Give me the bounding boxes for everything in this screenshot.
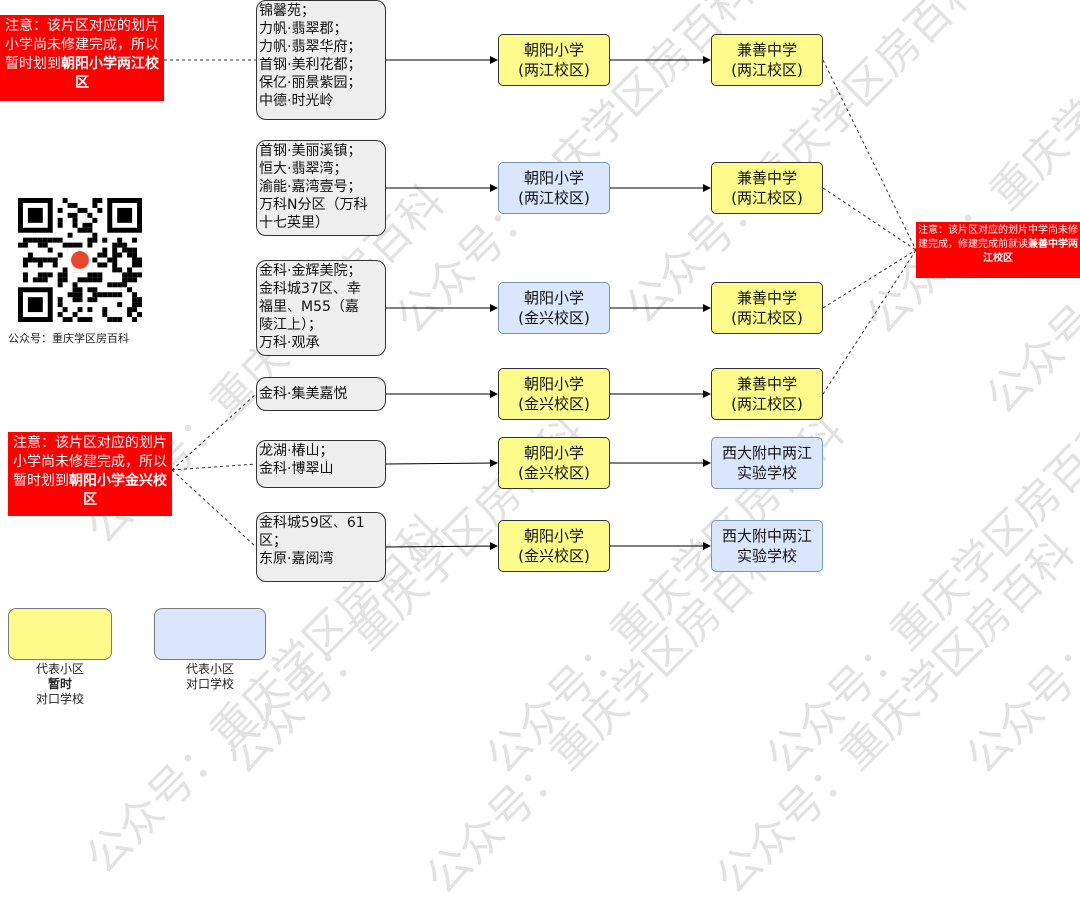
school-name: (金兴校区) xyxy=(518,395,590,413)
primary-school-box: 朝阳小学 (金兴校区) xyxy=(498,368,610,420)
legend-line: 对口学校 xyxy=(185,677,234,691)
note-text: 注意：该片区对应的划片小学尚未修建完成，所以暂时划到 xyxy=(13,435,167,489)
note-text: 注意：该片区对应的划片小学尚未修建完成，所以暂时划到 xyxy=(5,18,159,72)
community-name: 首钢·美丽溪镇； xyxy=(259,143,362,159)
primary-school-box: 朝阳小学 (金兴校区) xyxy=(498,437,610,489)
school-name: 西大附中两江 xyxy=(721,444,812,462)
community-name: 恒大·翡翠湾； xyxy=(259,161,348,177)
school-name: 兼善中学 xyxy=(736,41,797,59)
community-name: 力帆·翡翠郡； xyxy=(259,21,348,37)
qr-code-icon xyxy=(18,198,142,322)
note-top-left: 注意：该片区对应的划片小学尚未修建完成，所以暂时划到朝阳小学两江校区 xyxy=(0,15,164,101)
dashed-connector xyxy=(822,187,917,251)
school-name: (两江校区) xyxy=(518,189,590,207)
legend-line-bold: 暂时 xyxy=(47,677,72,691)
note-right: 注意：该片区对应的划片中学尚未修建完成，修建完成前就读兼善中学两江校区 xyxy=(916,222,1080,278)
community-name: 锦馨苑； xyxy=(259,3,315,19)
dashed-connector xyxy=(171,463,257,471)
legend-blue-label: 代表小区 对口学校 xyxy=(154,662,266,692)
community-name: 金科城59区、61 xyxy=(259,515,365,531)
school-name: (金兴校区) xyxy=(518,309,590,327)
school-name: 朝阳小学 xyxy=(523,169,584,187)
community-name: 十七英里） xyxy=(259,215,329,231)
school-name: 朝阳小学 xyxy=(523,41,584,59)
primary-school-box: 朝阳小学 (金兴校区) xyxy=(498,520,610,572)
school-name: 朝阳小学 xyxy=(523,375,584,393)
middle-school-box: 西大附中两江实验学校 xyxy=(711,520,823,572)
dashed-connector xyxy=(171,469,257,548)
legend-line: 代表小区 xyxy=(185,662,234,676)
legend-yellow-label: 代表小区 暂时 对口学校 xyxy=(8,662,112,707)
community-box: 首钢·美丽溪镇； 恒大·翡翠湾； 渝能·嘉湾壹号； 万科N分区（万科十七英里） xyxy=(256,140,386,236)
legend-line: 代表小区 xyxy=(35,662,84,676)
community-name: 金科·金辉美院； xyxy=(259,263,362,279)
community-box: 龙湖·椿山； 金科·博翠山 xyxy=(256,440,386,488)
primary-school-box: 朝阳小学 (金兴校区) xyxy=(498,282,610,334)
community-name: 保亿·丽景紫园； xyxy=(259,75,362,91)
connector-layer xyxy=(164,56,917,551)
community-name: 金科·集美嘉悦 xyxy=(259,386,348,402)
middle-school-box: 兼善中学 (两江校区) xyxy=(711,368,823,420)
school-name: (两江校区) xyxy=(731,189,803,207)
middle-school-box: 兼善中学 (两江校区) xyxy=(711,282,823,334)
note-highlight: 朝阳小学金兴校区 xyxy=(69,473,167,508)
community-name: 陵江上）； xyxy=(259,317,322,333)
school-name: 兼善中学 xyxy=(736,375,797,393)
community-name: 金科·博翠山 xyxy=(259,461,334,477)
community-name: 福里、M55（嘉 xyxy=(259,299,359,315)
community-name: 力帆·翡翠华府； xyxy=(259,39,362,55)
dashed-connector xyxy=(822,249,917,309)
community-box: 锦馨苑； 力帆·翡翠郡； 力帆·翡翠华府； 首钢·美利花都； 保亿·丽景紫园； 中德·时光… xyxy=(256,0,386,120)
school-name: (两江校区) xyxy=(731,309,803,327)
community-box: 金科·集美嘉悦 xyxy=(256,377,386,411)
flow-arrow xyxy=(385,542,498,551)
primary-school-box: 朝阳小学 (两江校区) xyxy=(498,34,610,86)
community-box: 金科城59区、61 区； 东原·嘉阅湾 xyxy=(256,512,386,582)
school-name: 朝阳小学 xyxy=(523,289,584,307)
school-name: (两江校区) xyxy=(731,395,803,413)
school-name: 朝阳小学 xyxy=(523,444,584,462)
school-name: 实验学校 xyxy=(736,464,797,482)
community-name: 渝能·嘉湾壹号； xyxy=(259,179,362,195)
dashed-connector xyxy=(822,59,917,251)
school-name: 西大附中两江 xyxy=(721,527,812,545)
community-box: 金科·金辉美院； 金科城37区、幸福里、M55（嘉陵江上）； 万科·观承 xyxy=(256,260,386,356)
community-name: 区； xyxy=(259,533,287,549)
community-name: 龙湖·椿山； xyxy=(259,443,334,459)
community-name: 东原·嘉阅湾 xyxy=(259,551,334,567)
legend-line: 对口学校 xyxy=(35,692,84,706)
dashed-connector xyxy=(822,249,917,395)
school-name: (两江校区) xyxy=(518,61,590,79)
middle-school-box: 兼善中学 (两江校区) xyxy=(711,34,823,86)
school-name: 朝阳小学 xyxy=(523,527,584,545)
school-name: 实验学校 xyxy=(736,547,797,565)
flow-arrow xyxy=(385,459,498,468)
school-name: (金兴校区) xyxy=(518,547,590,565)
dashed-connector xyxy=(171,393,257,471)
community-name: 中德·时光岭 xyxy=(259,93,334,109)
note-highlight: 兼善中学两江校区 xyxy=(983,239,1078,264)
primary-school-box: 朝阳小学 (两江校区) xyxy=(498,162,610,214)
community-name: 金科城37区、幸 xyxy=(259,281,361,297)
community-name: 万科·观承 xyxy=(259,335,320,351)
middle-school-box: 兼善中学 (两江校区) xyxy=(711,162,823,214)
note-mid-left: 注意：该片区对应的划片小学尚未修建完成，所以暂时划到朝阳小学金兴校区 xyxy=(8,432,172,516)
school-name: 兼善中学 xyxy=(736,289,797,307)
school-name: (金兴校区) xyxy=(518,464,590,482)
school-name: 兼善中学 xyxy=(736,169,797,187)
school-name: (两江校区) xyxy=(731,61,803,79)
legend-yellow-swatch xyxy=(8,608,112,660)
legend-blue-swatch xyxy=(154,608,266,660)
community-name: 万科N分区（万科 xyxy=(259,197,368,213)
qr-caption: 公众号：重庆学区房百科 xyxy=(8,332,129,345)
note-highlight: 朝阳小学两江校区 xyxy=(61,56,159,91)
community-name: 首钢·美利花都； xyxy=(259,57,362,73)
middle-school-box: 西大附中两江实验学校 xyxy=(711,437,823,489)
note-text: 注意：该片区对应的划片中学尚未修建完成，修建完成前就读 xyxy=(918,225,1078,250)
